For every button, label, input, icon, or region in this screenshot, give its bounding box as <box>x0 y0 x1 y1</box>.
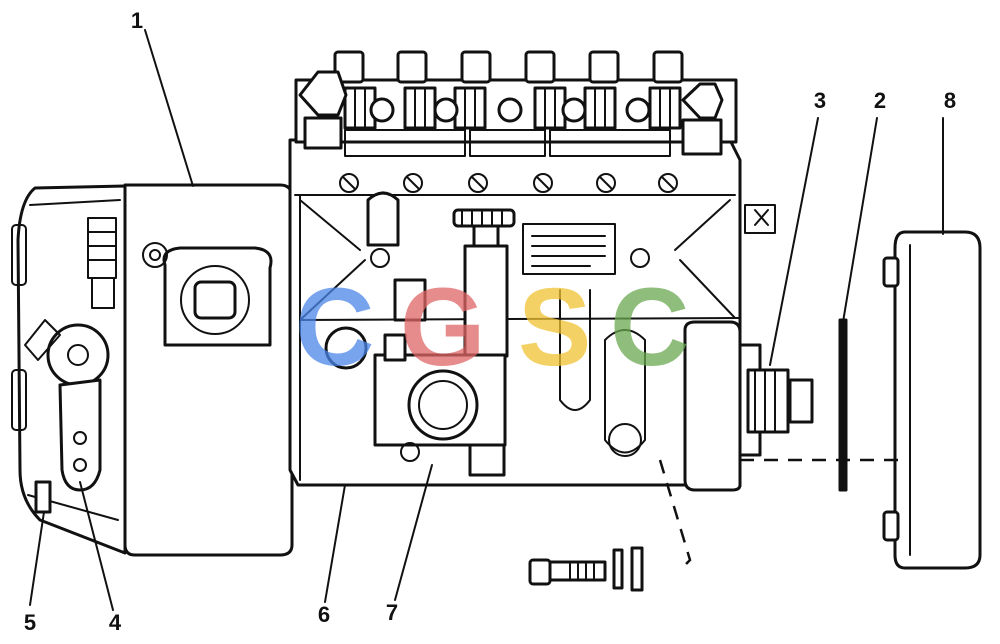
gasket-seal <box>838 318 848 492</box>
callout-7: 7 <box>386 600 398 625</box>
callout-6: 6 <box>318 602 330 627</box>
watermark-letter-s: S <box>518 266 591 389</box>
callout-2: 2 <box>874 88 886 113</box>
assembly-alignment-lines <box>658 458 900 571</box>
governor-housing <box>11 183 294 557</box>
pump-body <box>288 138 776 487</box>
watermark-logo: C G S C <box>295 266 689 389</box>
watermark-letter-c2: C <box>610 266 689 389</box>
callout-4: 4 <box>109 610 122 635</box>
drive-coupling <box>683 320 814 492</box>
callout-leaders <box>29 29 944 611</box>
bolt-and-washers <box>528 546 644 592</box>
callout-5: 5 <box>24 610 36 635</box>
watermark-letter-g: G <box>400 266 486 389</box>
callout-1: 1 <box>131 8 143 33</box>
drive-cover <box>882 230 982 570</box>
watermark-letter-c1: C <box>295 266 374 389</box>
callout-8: 8 <box>944 88 956 113</box>
callout-3: 3 <box>814 88 826 113</box>
delivery-valve-row <box>294 50 738 157</box>
